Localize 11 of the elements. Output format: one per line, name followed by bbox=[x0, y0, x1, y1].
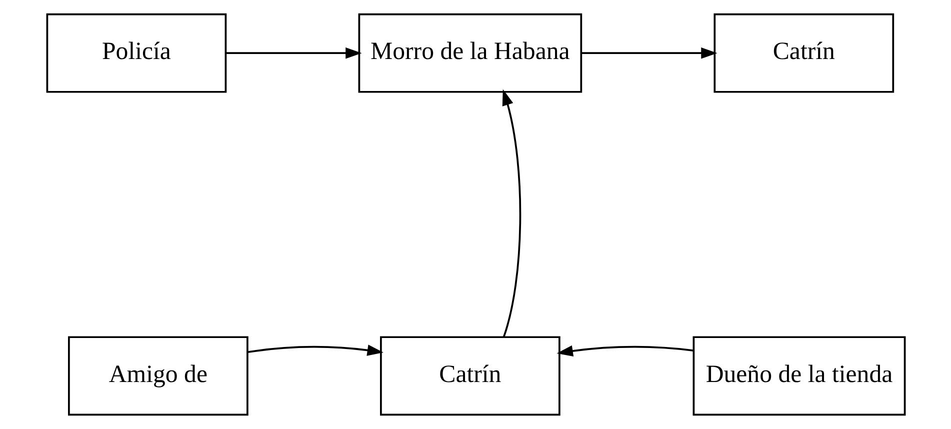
node-box: Morro de la Habana bbox=[358, 13, 582, 93]
arrow bbox=[556, 345, 694, 357]
node-box: Amigo de bbox=[68, 336, 248, 416]
node-box: Dueño de la tienda bbox=[692, 336, 906, 416]
node-box: Catrín bbox=[713, 13, 894, 93]
arrow bbox=[502, 89, 521, 338]
arrow bbox=[225, 47, 362, 59]
node-box: Catrín bbox=[380, 336, 560, 416]
node-box: Policía bbox=[46, 13, 226, 93]
arrow bbox=[247, 344, 383, 356]
arrow bbox=[581, 47, 717, 59]
